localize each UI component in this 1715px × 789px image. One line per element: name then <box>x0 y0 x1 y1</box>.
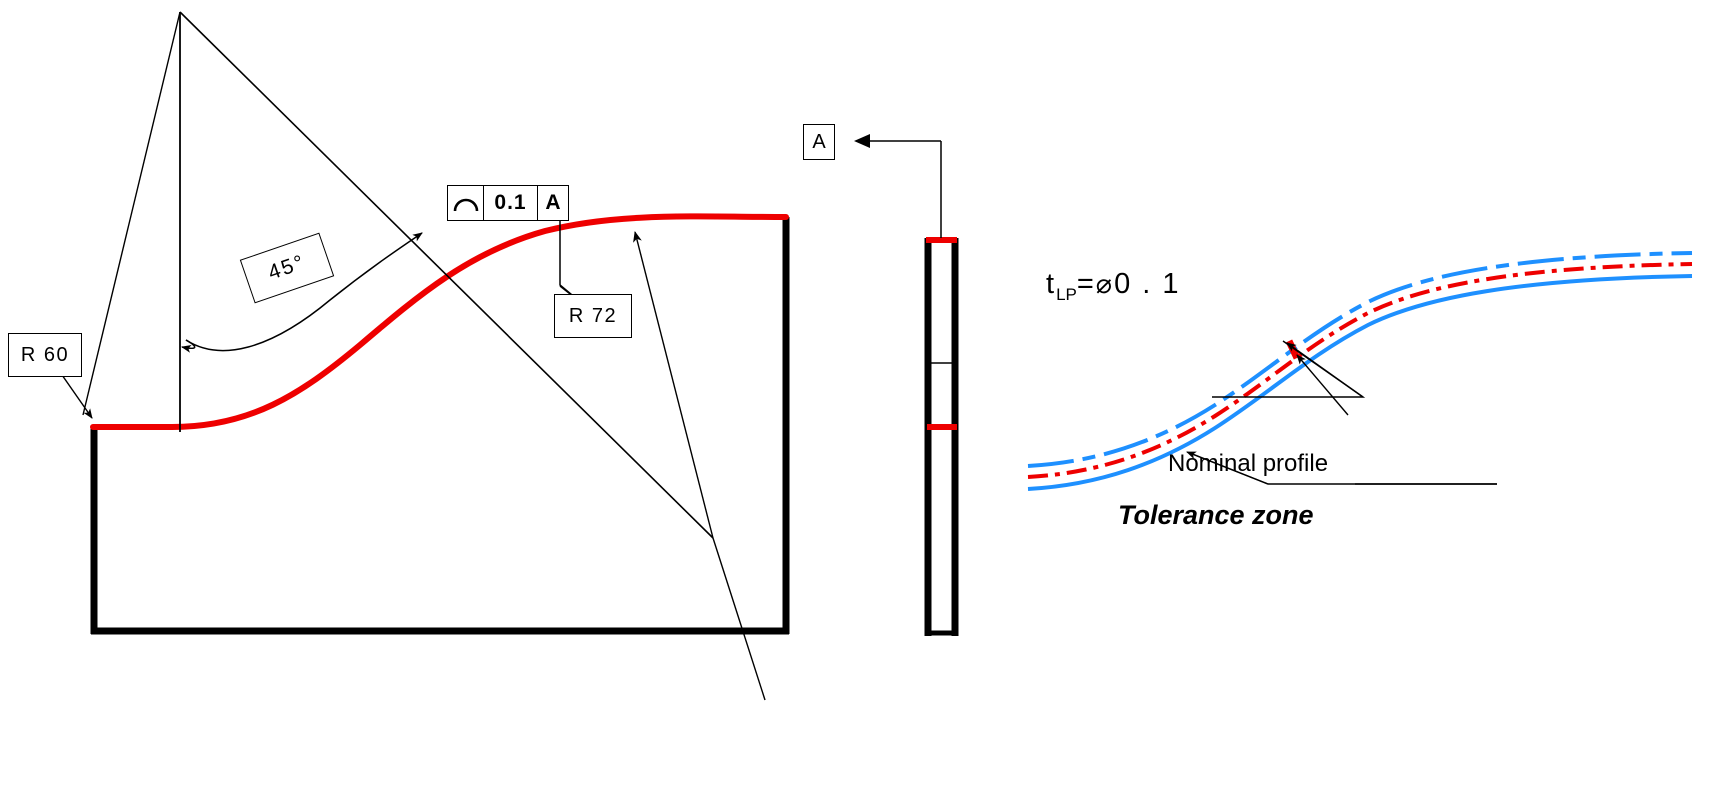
fcf-leader <box>559 221 573 296</box>
tolerance-zone-detail <box>1027 251 1693 491</box>
angle-dimension-arc-back <box>181 339 196 353</box>
tlp-value: 0 . 1 <box>1114 268 1181 300</box>
angle-dimension-arc <box>185 232 423 352</box>
tlp-subscript: LP <box>1056 284 1077 304</box>
front-view-outline <box>90 217 790 635</box>
tlp-equals: = <box>1076 268 1096 300</box>
construction-lines-r60 <box>82 11 766 701</box>
nominal-profile-leader-arrow <box>1186 451 1269 485</box>
datum-feature-symbol-a[interactable]: A <box>803 124 835 160</box>
upper-tolerance-boundary <box>1027 251 1693 468</box>
profile-of-a-line-icon <box>448 186 484 220</box>
r60-dimension-label[interactable]: R 60 <box>8 333 82 377</box>
tlp-symbol: t <box>1046 268 1057 300</box>
datum-a-leader-group <box>854 134 942 238</box>
diameter-symbol-icon: ⌀ <box>1095 269 1115 299</box>
tolerance-callout-tlp: tLP=⌀0 . 1 <box>1046 268 1181 305</box>
nominal-profile-label: Nominal profile <box>1168 450 1329 477</box>
tolerance-zone-caption: Tolerance zone <box>1118 500 1314 530</box>
profile-arc-icon-svg <box>453 198 478 212</box>
tlp-leader-arrow-top <box>1286 342 1364 398</box>
nominal-profile-curve-front <box>90 213 789 430</box>
side-view <box>924 237 959 636</box>
feature-control-frame[interactable]: 0.1 A <box>447 185 569 221</box>
nominal-profile-curve-detail <box>1027 262 1693 479</box>
r72-dimension-label[interactable]: R 72 <box>554 294 632 338</box>
tlp-leader <box>1212 340 1366 398</box>
fcf-datum-reference: A <box>545 191 561 214</box>
fcf-tolerance-value: 0.1 <box>484 186 538 220</box>
tlp-leader-arrow-bottom <box>1296 354 1349 416</box>
r72-leader <box>633 231 714 539</box>
